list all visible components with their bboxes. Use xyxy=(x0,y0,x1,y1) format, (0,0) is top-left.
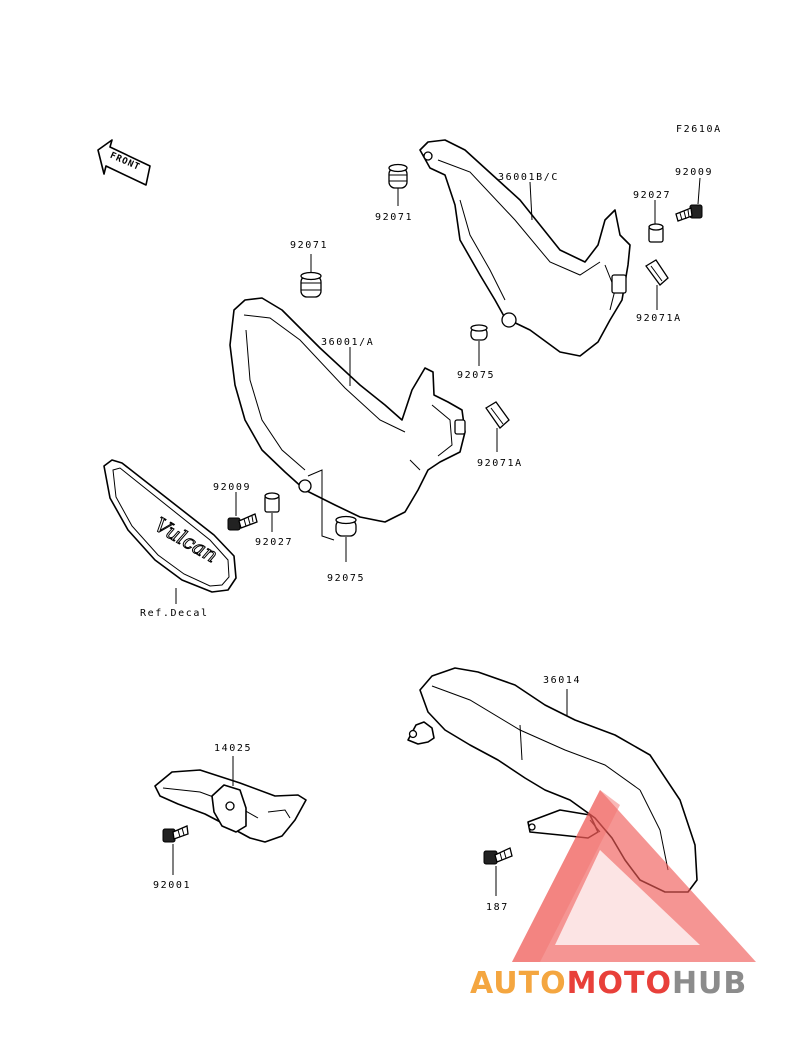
grommet-92071-left xyxy=(300,271,322,298)
label-36001a: 36001/A xyxy=(321,337,374,348)
label-92009-right: 92009 xyxy=(675,167,713,178)
label-92071a-right: 92071A xyxy=(636,313,682,324)
bolt-92001 xyxy=(162,825,189,843)
grommet-92075-mid xyxy=(470,324,488,341)
bolt-92009-right xyxy=(675,204,703,222)
label-92075-low: 92075 xyxy=(327,573,365,584)
lower-cover xyxy=(154,769,307,843)
front-arrow-icon: FRONT xyxy=(97,139,151,186)
label-92027-right: 92027 xyxy=(633,190,671,201)
label-92009-left: 92009 xyxy=(213,482,251,493)
bolt-92009-left xyxy=(227,513,258,531)
watermark-moto: MOTO xyxy=(567,966,672,1001)
side-cover-left xyxy=(229,297,466,523)
grommet-92071-top xyxy=(388,163,408,189)
grommet-92075-low xyxy=(335,515,357,537)
label-36014: 36014 xyxy=(543,675,581,686)
label-ref-decal: Ref.Decal xyxy=(140,608,209,619)
figure-code: F2610A xyxy=(676,124,722,135)
label-92075-mid: 92075 xyxy=(457,370,495,381)
label-92001: 92001 xyxy=(153,880,191,891)
watermark-logo xyxy=(512,790,756,962)
label-92071a-mid: 92071A xyxy=(477,458,523,469)
grommet-92071a-right xyxy=(645,259,669,286)
bolt-187 xyxy=(483,847,513,865)
label-14025: 14025 xyxy=(214,743,252,754)
watermark-hub: HUB xyxy=(672,966,747,1001)
label-187: 187 xyxy=(486,902,509,913)
watermark-auto: AUTO xyxy=(470,966,567,1001)
label-92071-top: 92071 xyxy=(375,212,413,223)
side-cover-right xyxy=(419,139,631,357)
watermark-text: AUTOMOTOHUB xyxy=(470,966,747,1001)
decal-panel: Vulcan xyxy=(103,459,237,593)
grommet-92071a-mid xyxy=(485,401,510,429)
label-92071-left: 92071 xyxy=(290,240,328,251)
label-92027-left: 92027 xyxy=(255,537,293,548)
label-36001bc: 36001B/C xyxy=(498,172,559,183)
collar-92027-left xyxy=(264,492,280,513)
collar-92027-right xyxy=(648,223,664,243)
